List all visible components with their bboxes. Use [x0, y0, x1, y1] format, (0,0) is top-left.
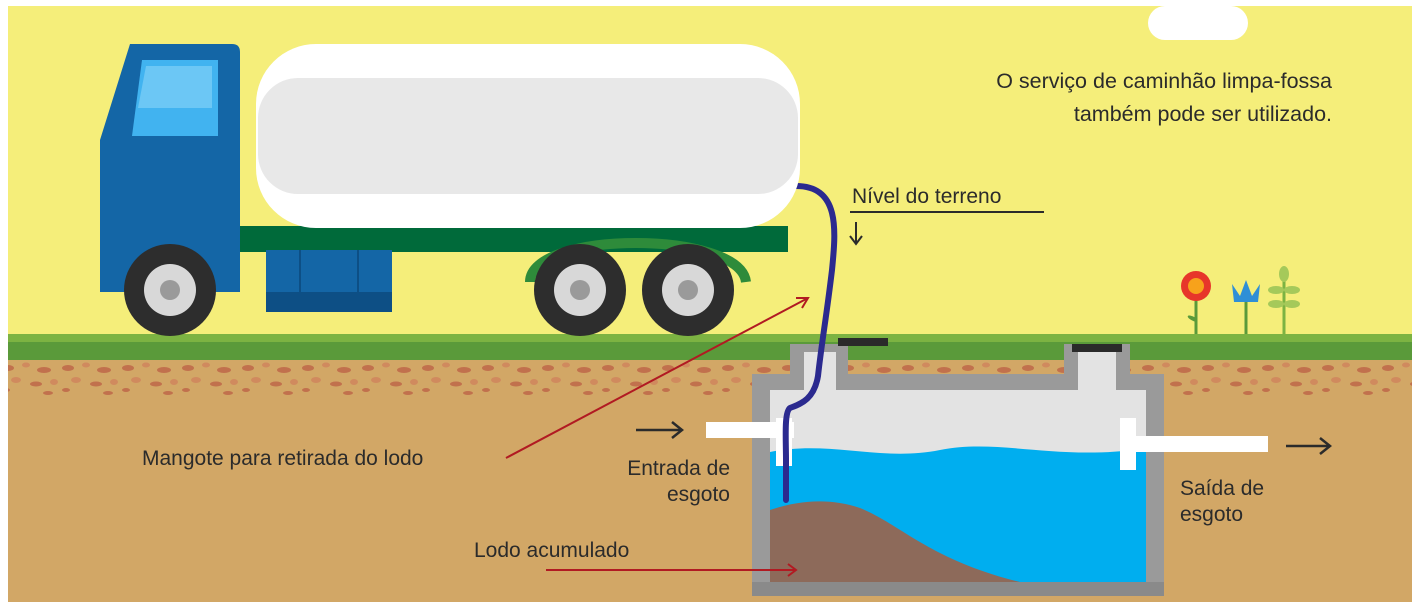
caption-line-2: também pode ser utilizado. [1073, 102, 1332, 126]
hose-label: Mangote para retirada do lodo [142, 447, 424, 470]
caption-line-1: O serviço de caminhão limpa-fossa [996, 69, 1332, 93]
flowers [1181, 266, 1300, 334]
cloud [1148, 6, 1248, 40]
inlet-label-line-1: Entrada de [627, 457, 730, 480]
septic-tank [752, 338, 1164, 596]
front-wheel [124, 244, 216, 336]
inlet-flow-arrow [636, 421, 685, 439]
pebble-layer [8, 358, 1412, 398]
septic-truck [100, 44, 800, 336]
caption: O serviço de caminhão limpa-fossa também… [900, 68, 1332, 128]
suction-hose [782, 183, 838, 503]
hose-pointer [505, 297, 810, 459]
rear-wheel-2 [642, 244, 734, 336]
ground-level-marker [849, 211, 1044, 246]
sludge-pointer [546, 563, 798, 577]
ground-level-label: Nível do terreno [852, 185, 1002, 208]
outlet-pipe [1120, 418, 1268, 470]
rear-wheel-1 [534, 244, 626, 336]
outlet-label-line-1: Saída de [1180, 477, 1265, 500]
sludge-label: Lodo acumulado [474, 539, 630, 562]
accumulated-sludge [770, 501, 1020, 582]
inlet-label: Entrada de esgoto [570, 456, 730, 508]
outlet-label: Saída de esgoto [1180, 476, 1264, 528]
outlet-label-line-2: esgoto [1180, 503, 1244, 526]
inlet-label-line-2: esgoto [666, 483, 730, 506]
outlet-flow-arrow [1286, 437, 1333, 455]
